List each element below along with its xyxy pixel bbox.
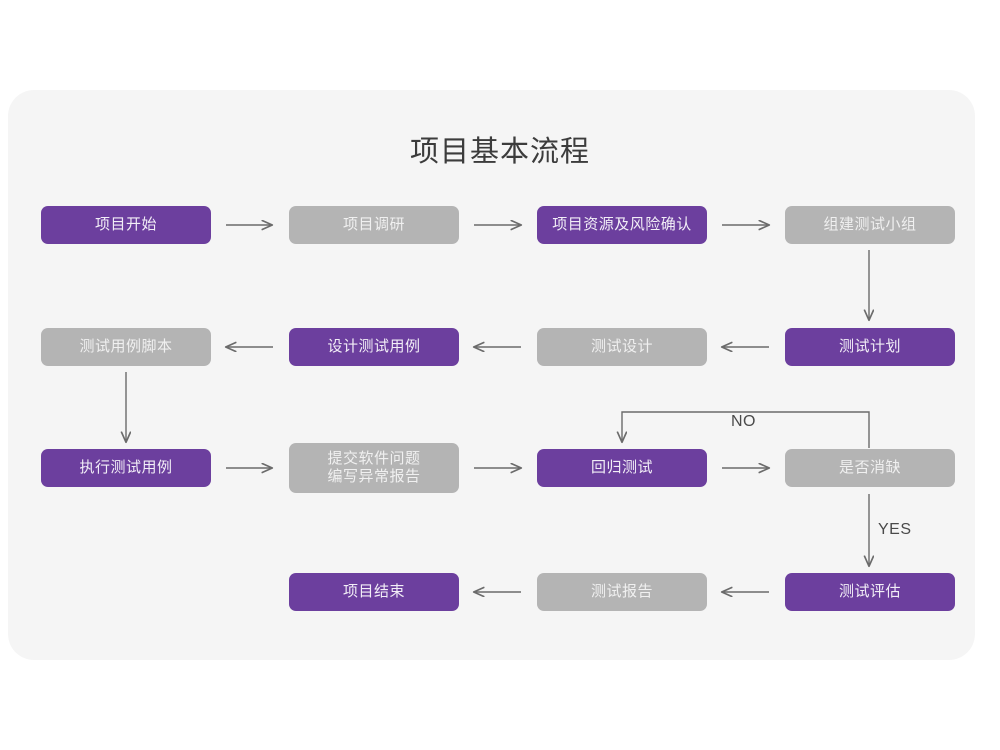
node-label: 项目资源及风险确认	[552, 215, 692, 233]
node-label: 执行测试用例	[79, 458, 173, 476]
node-label: 提交软件问题 编写异常报告	[327, 449, 421, 485]
edge-label-no: NO	[731, 413, 756, 430]
node-submit-issue-report[interactable]: 提交软件问题 编写异常报告	[289, 443, 459, 493]
node-test-evaluation[interactable]: 测试评估	[785, 573, 955, 611]
node-build-test-team[interactable]: 组建测试小组	[785, 206, 955, 244]
node-design-testcase[interactable]: 设计测试用例	[289, 328, 459, 366]
node-test-design[interactable]: 测试设计	[537, 328, 707, 366]
node-test-plan[interactable]: 测试计划	[785, 328, 955, 366]
node-label: 回归测试	[590, 458, 653, 476]
node-label: 测试用例脚本	[79, 337, 173, 355]
node-label: 测试设计	[590, 337, 653, 355]
node-project-research[interactable]: 项目调研	[289, 206, 459, 244]
node-label: 项目开始	[94, 215, 157, 233]
node-project-start[interactable]: 项目开始	[41, 206, 211, 244]
node-label: 项目调研	[342, 215, 405, 233]
node-testcase-script[interactable]: 测试用例脚本	[41, 328, 211, 366]
node-label: 组建测试小组	[823, 215, 917, 233]
node-label: 项目结束	[342, 582, 405, 600]
node-test-report[interactable]: 测试报告	[537, 573, 707, 611]
flowchart-card	[8, 90, 975, 660]
node-label: 测试报告	[590, 582, 653, 600]
node-execute-testcase[interactable]: 执行测试用例	[41, 449, 211, 487]
node-regression-test[interactable]: 回归测试	[537, 449, 707, 487]
node-label: 测试计划	[838, 337, 901, 355]
node-resource-risk-confirm[interactable]: 项目资源及风险确认	[537, 206, 707, 244]
node-label: 是否消缺	[838, 458, 901, 476]
node-label: 测试评估	[838, 582, 901, 600]
node-defect-cleared[interactable]: 是否消缺	[785, 449, 955, 487]
edge-label-yes: YES	[878, 521, 912, 538]
node-label: 设计测试用例	[327, 337, 421, 355]
page-title: 项目基本流程	[409, 136, 590, 168]
node-project-end[interactable]: 项目结束	[289, 573, 459, 611]
